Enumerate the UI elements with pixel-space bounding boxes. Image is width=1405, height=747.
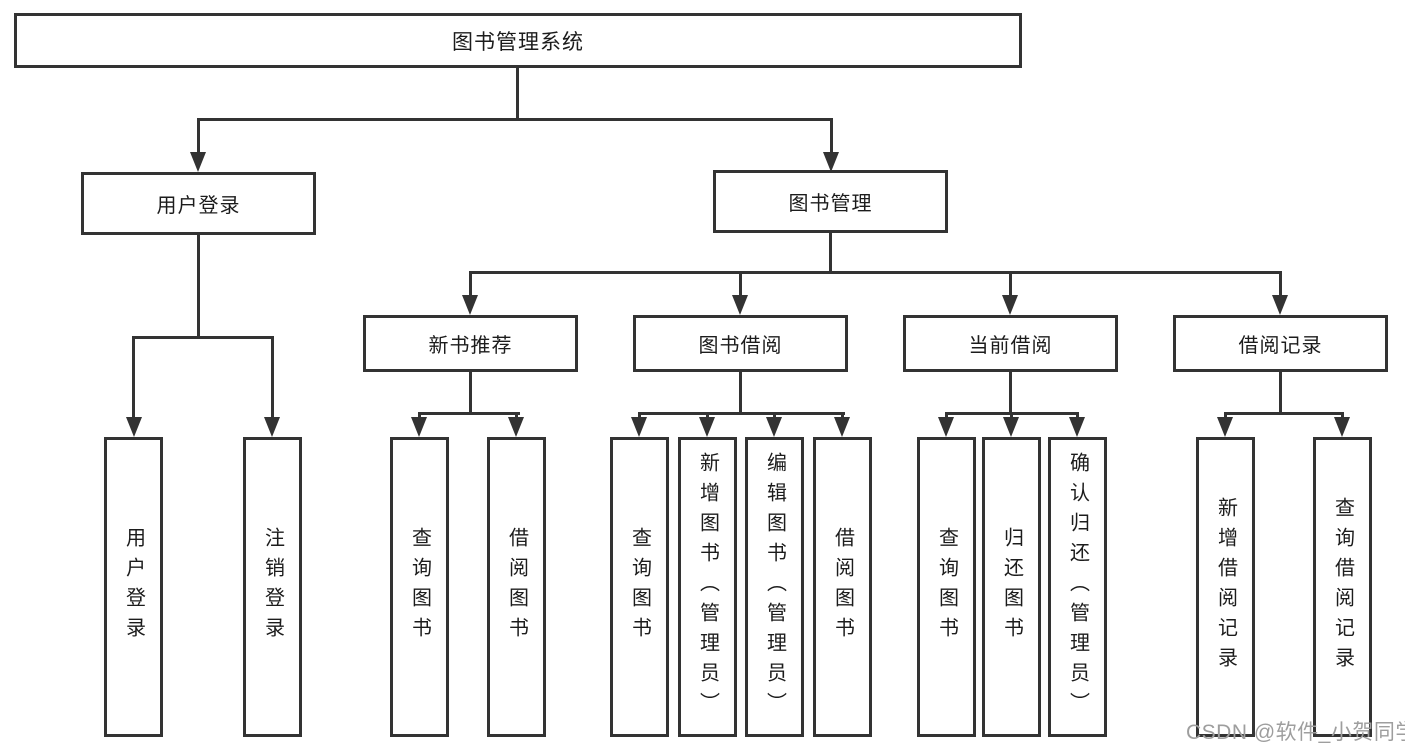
connector-line xyxy=(197,235,200,336)
arrow-down-icon xyxy=(1334,417,1350,437)
connector-line xyxy=(739,271,742,297)
arrow-down-icon xyxy=(264,417,280,437)
node-label: 新增图书（管理员） xyxy=(696,452,719,722)
node-label: 新增借阅记录 xyxy=(1214,497,1237,677)
arrow-down-icon xyxy=(126,417,142,437)
arrow-down-icon xyxy=(1003,417,1019,437)
leaf-edit-book-admin: 编辑图书（管理员） xyxy=(745,437,804,737)
connector-line xyxy=(773,412,776,420)
connector-line xyxy=(469,271,472,297)
node-user-login: 用户登录 xyxy=(81,172,316,235)
node-label: 查询图书 xyxy=(628,527,651,647)
node-library-management-system: 图书管理系统 xyxy=(14,13,1022,68)
arrow-down-icon xyxy=(834,417,850,437)
node-label: 查询借阅记录 xyxy=(1331,497,1354,677)
leaf-logout: 注销登录 xyxy=(243,437,302,737)
arrow-down-icon xyxy=(190,152,206,172)
leaf-query-book: 查询图书 xyxy=(610,437,669,737)
connector-line xyxy=(1224,412,1227,420)
arrow-down-icon xyxy=(1272,295,1288,315)
arrow-down-icon xyxy=(1002,295,1018,315)
node-label: 借阅图书 xyxy=(505,527,528,647)
leaf-user-login: 用户登录 xyxy=(104,437,163,737)
connector-line xyxy=(418,412,421,420)
arrow-down-icon xyxy=(732,295,748,315)
connector-line xyxy=(1076,412,1079,420)
connector-line xyxy=(1009,271,1012,297)
connector-line xyxy=(516,68,519,118)
arrow-down-icon xyxy=(766,417,782,437)
leaf-add-borrow-record: 新增借阅记录 xyxy=(1196,437,1255,737)
arrow-down-icon xyxy=(508,417,524,437)
arrow-down-icon xyxy=(1217,417,1233,437)
node-label: 图书管理 xyxy=(788,193,873,215)
connector-line xyxy=(706,412,709,420)
csdn-watermark: CSDN @软件_小贺同学 xyxy=(1186,721,1405,744)
connector-line xyxy=(829,233,832,271)
node-book-management: 图书管理 xyxy=(713,170,948,233)
node-borrowing-records: 借阅记录 xyxy=(1173,315,1388,372)
node-label: 归还图书 xyxy=(1000,527,1023,647)
node-current-borrowing: 当前借阅 xyxy=(903,315,1118,372)
node-label: 借阅记录 xyxy=(1238,335,1323,357)
connector-line xyxy=(197,118,833,121)
connector-line xyxy=(469,271,1282,274)
connector-line xyxy=(638,412,845,415)
connector-line xyxy=(1279,271,1282,297)
connector-line xyxy=(638,412,641,420)
arrow-down-icon xyxy=(631,417,647,437)
leaf-query-book: 查询图书 xyxy=(917,437,976,737)
connector-line xyxy=(1341,412,1344,420)
connector-line xyxy=(197,118,200,154)
connector-line xyxy=(945,412,948,420)
node-label: 用户登录 xyxy=(122,527,145,647)
node-label: 查询图书 xyxy=(935,527,958,647)
leaf-add-book-admin: 新增图书（管理员） xyxy=(678,437,737,737)
connector-line xyxy=(841,412,844,420)
leaf-borrow-book: 借阅图书 xyxy=(813,437,872,737)
arrow-down-icon xyxy=(699,417,715,437)
connector-line xyxy=(418,412,520,415)
node-label: 当前借阅 xyxy=(968,335,1053,357)
connector-line xyxy=(1224,412,1344,415)
connector-line xyxy=(830,118,833,154)
leaf-borrow-book: 借阅图书 xyxy=(487,437,546,737)
connector-line xyxy=(469,372,472,412)
arrow-down-icon xyxy=(462,295,478,315)
node-label: 借阅图书 xyxy=(831,527,854,647)
node-book-borrowing: 图书借阅 xyxy=(633,315,848,372)
arrow-down-icon xyxy=(1069,417,1085,437)
node-label: 注销登录 xyxy=(261,527,284,647)
leaf-confirm-return-admin: 确认归还（管理员） xyxy=(1048,437,1107,737)
node-label: 图书管理系统 xyxy=(452,30,584,54)
node-label: 图书借阅 xyxy=(698,335,783,357)
connector-line xyxy=(132,336,135,419)
node-new-book-recommendation: 新书推荐 xyxy=(363,315,578,372)
leaf-return-book: 归还图书 xyxy=(982,437,1041,737)
arrow-down-icon xyxy=(823,152,839,172)
leaf-query-book: 查询图书 xyxy=(390,437,449,737)
connector-line xyxy=(132,336,274,339)
arrow-down-icon xyxy=(411,417,427,437)
node-label: 查询图书 xyxy=(408,527,431,647)
node-label: 用户登录 xyxy=(156,195,241,217)
leaf-query-borrow-record: 查询借阅记录 xyxy=(1313,437,1372,737)
connector-line xyxy=(1279,372,1282,412)
connector-line xyxy=(515,412,518,420)
node-label: 新书推荐 xyxy=(428,335,513,357)
connector-line xyxy=(1009,372,1012,412)
connector-line xyxy=(271,336,274,419)
node-label: 确认归还（管理员） xyxy=(1066,452,1089,722)
connector-line xyxy=(739,372,742,412)
arrow-down-icon xyxy=(938,417,954,437)
connector-line xyxy=(1010,412,1013,420)
node-label: 编辑图书（管理员） xyxy=(763,452,786,722)
